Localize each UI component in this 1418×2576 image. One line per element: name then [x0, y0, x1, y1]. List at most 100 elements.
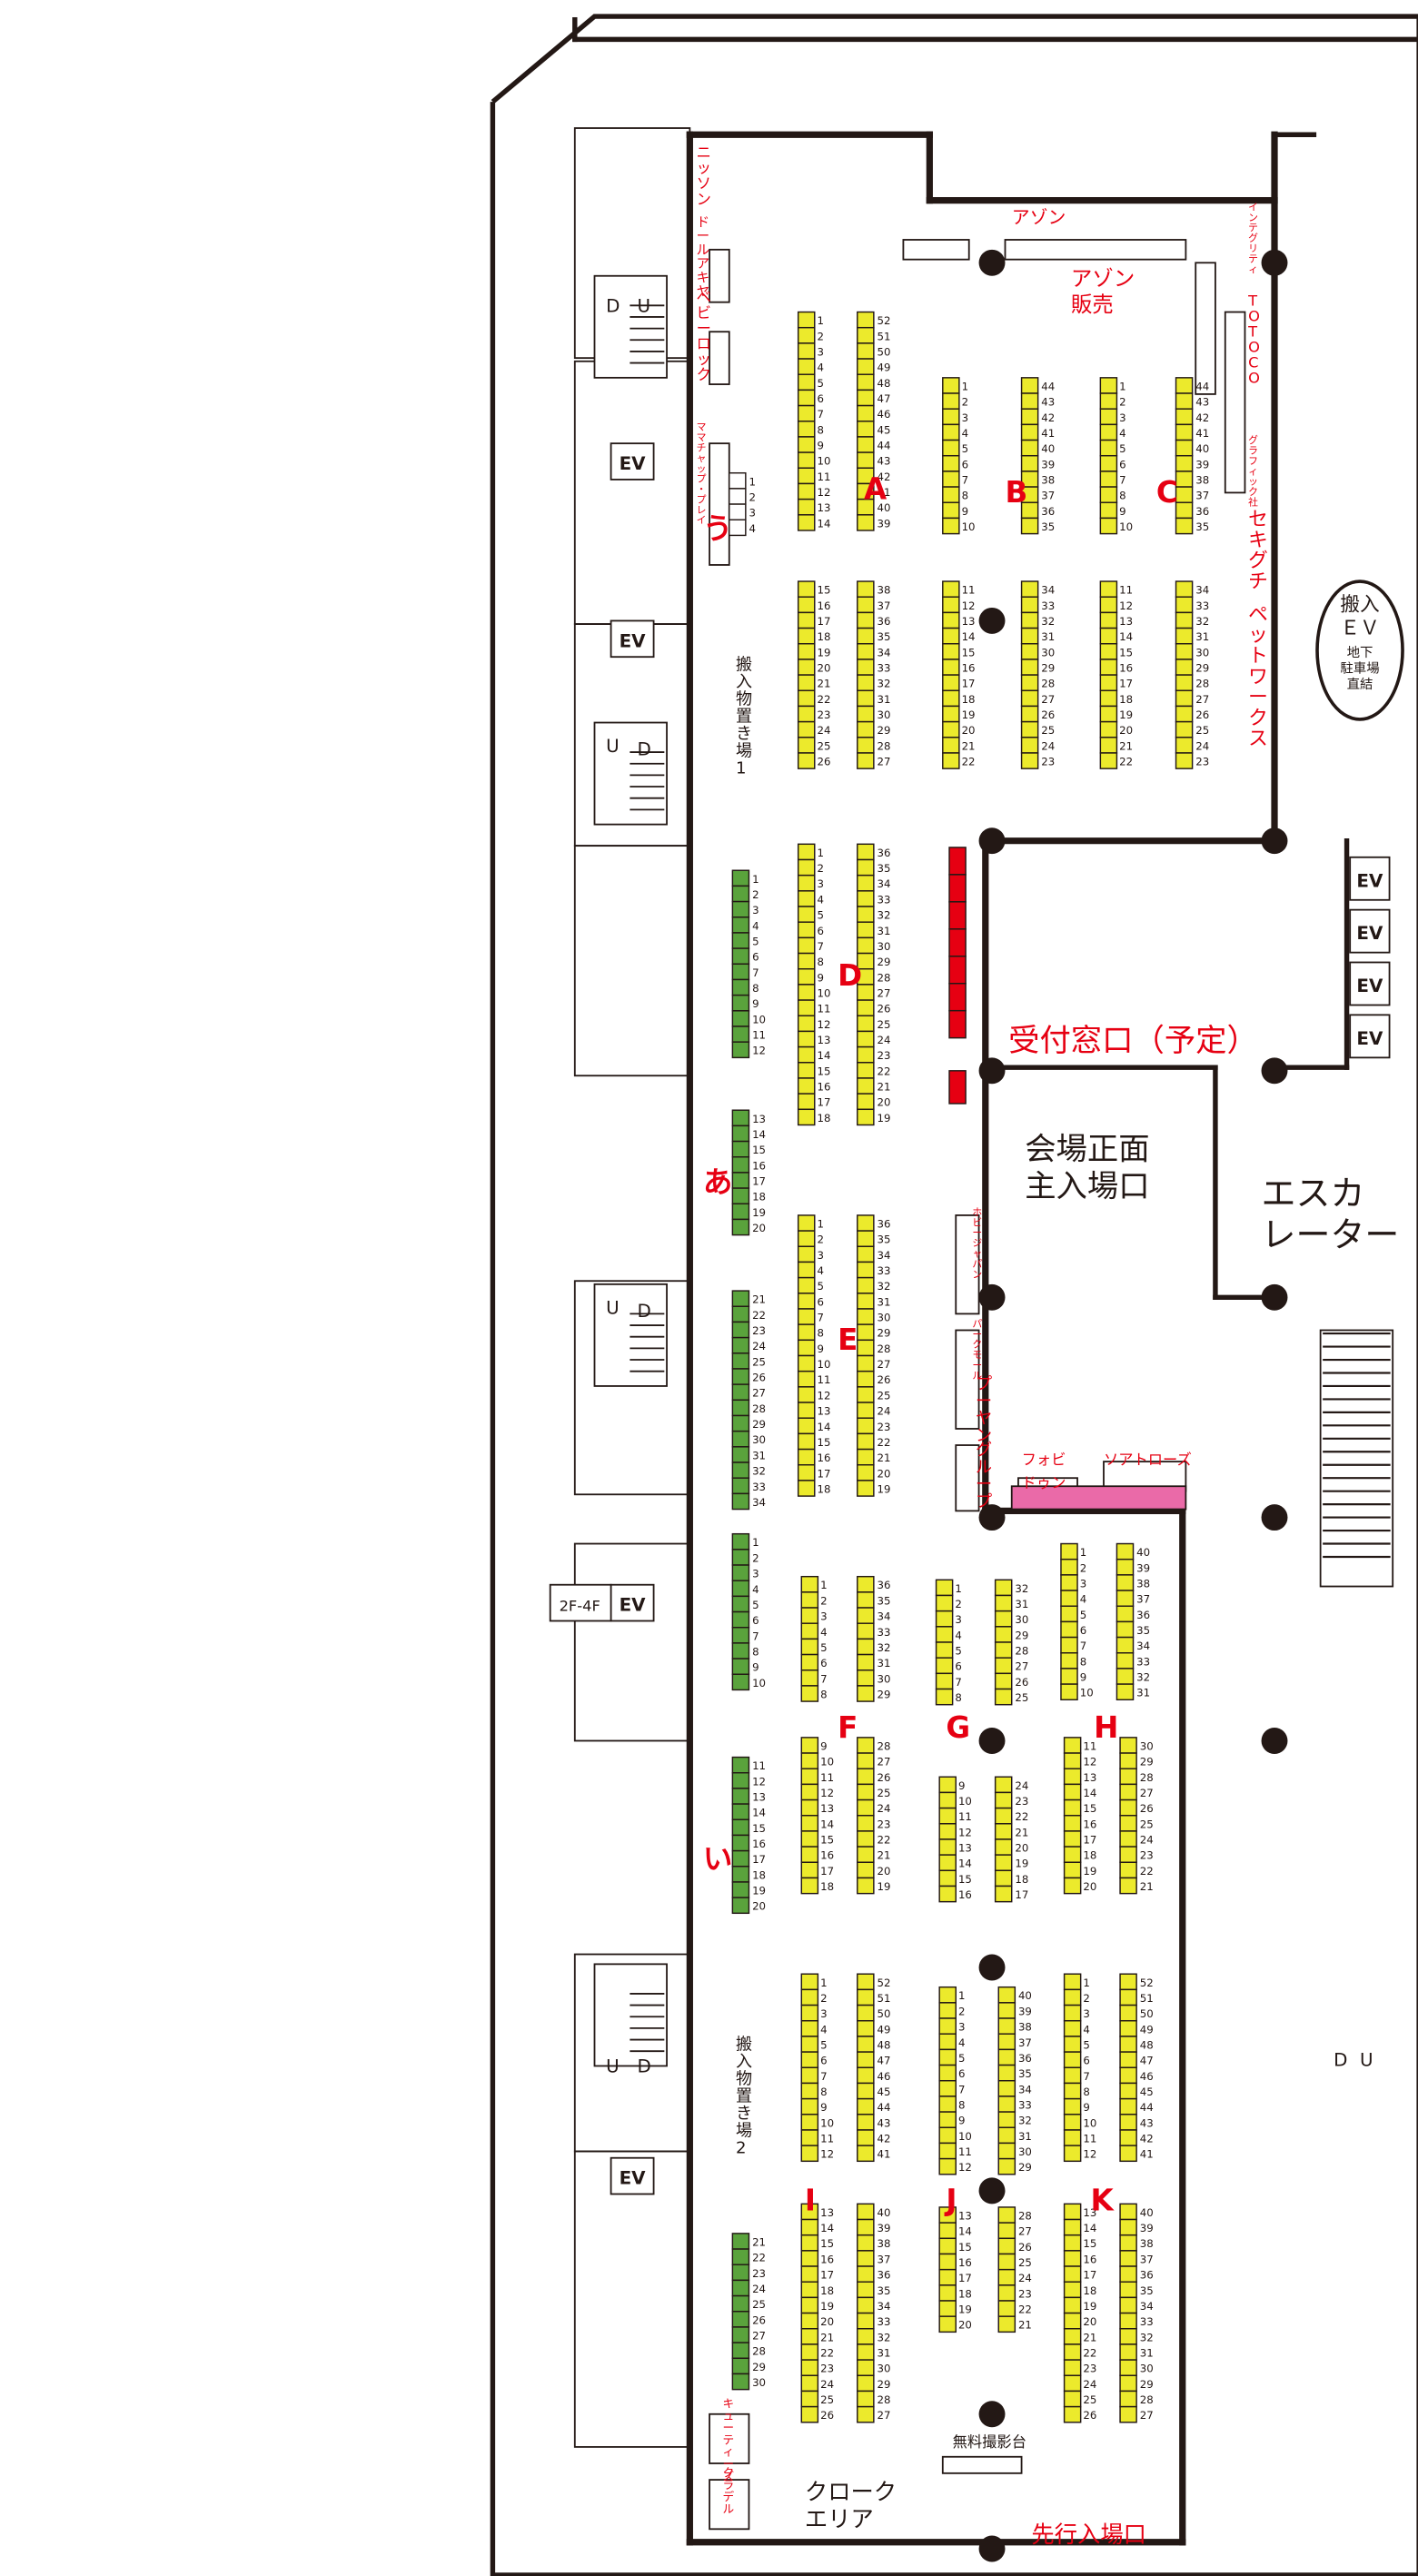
- booth: [1116, 1620, 1135, 1639]
- booth: [800, 1622, 819, 1640]
- booth: [994, 1854, 1013, 1872]
- booth-number: 10: [817, 455, 830, 468]
- booth-number: 17: [958, 2272, 972, 2284]
- booth: [1063, 2066, 1082, 2085]
- booth-number: 14: [752, 1128, 766, 1141]
- booth-number: 22: [877, 1436, 890, 1449]
- display-table: [709, 331, 730, 385]
- booth-number: 41: [1041, 427, 1055, 440]
- booth-number: 2: [820, 1594, 827, 1607]
- booth: [1063, 2203, 1082, 2221]
- booth: [857, 1339, 875, 1357]
- booth-number: 22: [1083, 2346, 1096, 2359]
- booth: [731, 2279, 750, 2297]
- booth: [857, 580, 875, 598]
- booth: [857, 2374, 875, 2393]
- booth: [1119, 2390, 1137, 2408]
- stairwell: [593, 1963, 668, 2067]
- booth-number: 17: [1015, 1888, 1028, 1901]
- booth: [731, 1321, 750, 1339]
- booth-number: 1: [749, 475, 755, 488]
- booth: [935, 1610, 954, 1628]
- booth-number: 15: [752, 1144, 766, 1156]
- booth-number: 31: [877, 1657, 890, 1669]
- booth: [857, 1669, 875, 1687]
- booth: [800, 2296, 819, 2314]
- booth-number: 11: [1083, 2133, 1096, 2145]
- booth-number: 33: [752, 1481, 766, 1493]
- booth: [731, 1140, 750, 1158]
- booth-number: 11: [817, 471, 830, 483]
- booth: [1063, 1877, 1082, 1895]
- booth: [938, 1791, 957, 1809]
- booth-number: 47: [877, 392, 890, 405]
- booth-number: 6: [1080, 1624, 1086, 1637]
- booth: [1063, 2265, 1082, 2283]
- booth-number: 36: [877, 1579, 890, 1591]
- booth-number: 21: [877, 1849, 890, 1862]
- booth: [800, 2265, 819, 2283]
- elevator: [610, 1583, 655, 1622]
- booth: [938, 2157, 957, 2175]
- booth-number: 33: [1140, 2315, 1154, 2328]
- booth-number: 44: [1140, 2101, 1154, 2114]
- booth-number: 29: [1195, 661, 1209, 674]
- booth-number: 1: [817, 1217, 823, 1230]
- booth: [731, 1881, 750, 1898]
- booth: [857, 674, 875, 691]
- booth: [729, 471, 747, 490]
- booth: [797, 643, 816, 660]
- booth-number: 19: [877, 1112, 890, 1125]
- booth: [800, 2390, 819, 2408]
- booth-number: 26: [1083, 2409, 1096, 2422]
- booth-number: 28: [877, 971, 890, 984]
- booth: [800, 2374, 819, 2393]
- booth-number: 4: [820, 1626, 827, 1639]
- booth: [1175, 705, 1194, 723]
- elevator-label: EV: [620, 453, 647, 474]
- booth-number: 2: [749, 490, 755, 503]
- booth: [731, 2326, 750, 2343]
- booth: [857, 1417, 875, 1435]
- booth-number: 41: [877, 486, 890, 499]
- booth-number: 34: [1195, 584, 1209, 597]
- booth-number: 17: [817, 1096, 830, 1109]
- booth: [938, 2002, 957, 2019]
- booth: [797, 1323, 816, 1342]
- booth-number: 32: [752, 1465, 766, 1478]
- booth-number: 13: [1083, 1771, 1096, 1784]
- booth: [797, 498, 816, 516]
- elevator-label: EV: [1356, 976, 1383, 996]
- booth-number: 22: [1018, 2304, 1032, 2316]
- booth-number: 39: [877, 2222, 890, 2234]
- booth-number: 28: [1041, 678, 1055, 690]
- section-letter-13: い: [703, 1842, 733, 1877]
- booth-number: 23: [1018, 2287, 1032, 2300]
- booth: [857, 1402, 875, 1419]
- booth-number: 50: [877, 2007, 890, 2020]
- booth-number: 9: [1080, 1670, 1086, 1683]
- booth: [1119, 1752, 1137, 1769]
- elevator: [1349, 856, 1391, 901]
- booth-number: 13: [1083, 2206, 1096, 2219]
- booth-number: 31: [752, 1449, 766, 1461]
- booth-number: 1: [817, 314, 823, 327]
- booth-number: 23: [820, 2363, 834, 2375]
- booth-number: 25: [1195, 724, 1209, 737]
- booth-number: 29: [877, 956, 890, 968]
- booth-number: 1: [962, 380, 968, 392]
- booth: [731, 1414, 750, 1432]
- booth: [938, 2268, 957, 2286]
- booth: [942, 580, 960, 598]
- section-letter-5: E: [838, 1323, 858, 1357]
- booth: [797, 890, 816, 907]
- booth: [1020, 392, 1039, 410]
- elevator-2f4f: [549, 1583, 612, 1622]
- booth-number: 15: [817, 1436, 830, 1449]
- booth-number: 37: [1195, 490, 1209, 502]
- booth-number: 20: [752, 1222, 766, 1234]
